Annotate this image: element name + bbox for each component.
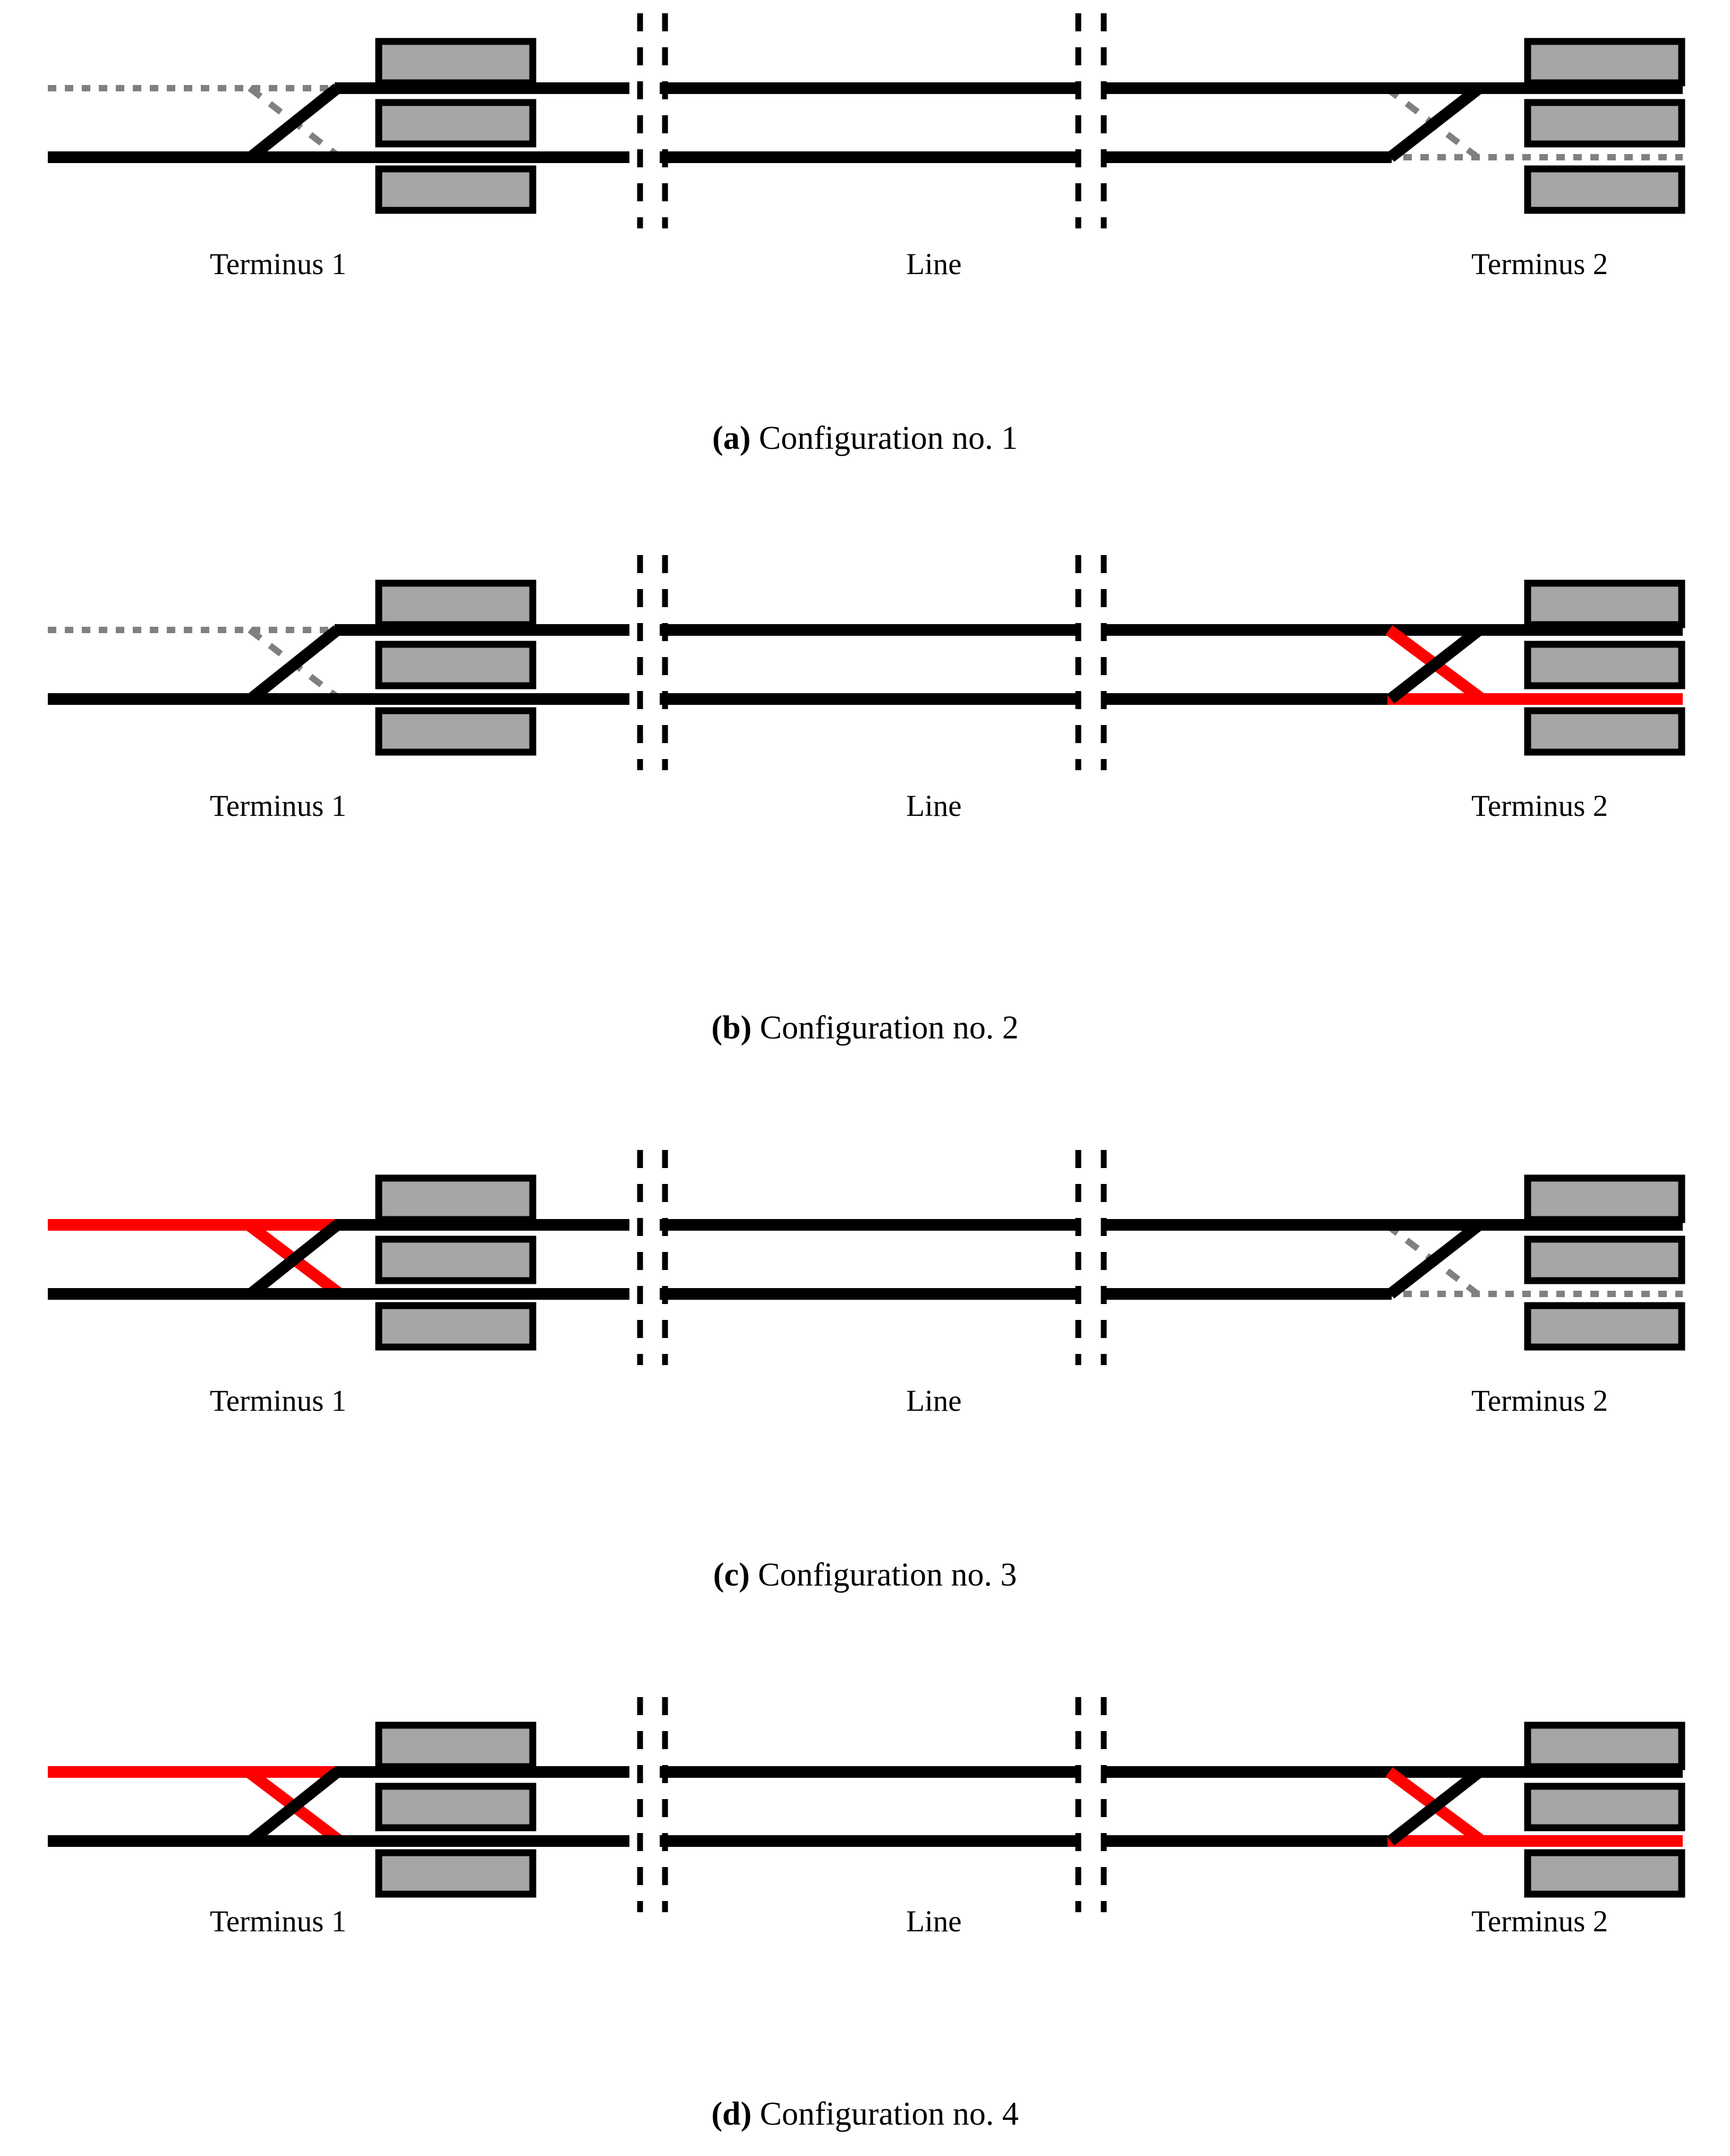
label-terminus-2: Terminus 2 — [1471, 248, 1608, 281]
crossover-terminus-2 — [1387, 1767, 1483, 1846]
platform-box — [1524, 1783, 1685, 1831]
platform-box — [375, 707, 536, 756]
platform-group-terminus-1 — [375, 1174, 536, 1351]
platform-box — [1524, 1302, 1685, 1351]
caption-marker: (d) — [711, 2096, 752, 2132]
platform-box — [1524, 38, 1685, 87]
platform-box — [375, 641, 536, 689]
label-line: Line — [906, 789, 962, 823]
panel-configuration-2: Terminus 1 Line Terminus 2 (b) Configura… — [0, 542, 1730, 1046]
platform-group-terminus-2 — [1524, 580, 1685, 756]
caption-marker: (a) — [712, 420, 751, 456]
label-terminus-2: Terminus 2 — [1471, 789, 1608, 823]
platform-box — [1524, 1174, 1685, 1223]
platform-group-terminus-2 — [1524, 1174, 1685, 1351]
platform-box — [1524, 580, 1685, 628]
panel-caption-a: (a) Configuration no. 1 — [0, 420, 1730, 457]
platform-box — [375, 1783, 536, 1831]
platform-box — [1524, 165, 1685, 214]
platform-box — [1524, 1722, 1685, 1770]
label-terminus-1: Terminus 1 — [210, 1384, 347, 1418]
platform-box — [375, 1302, 536, 1351]
platform-box — [375, 1849, 536, 1898]
caption-marker: (c) — [713, 1557, 750, 1593]
label-terminus-1: Terminus 1 — [210, 789, 347, 823]
label-terminus-1: Terminus 1 — [210, 248, 347, 281]
panel-caption-d: (d) Configuration no. 4 — [0, 2095, 1730, 2133]
platform-box — [375, 99, 536, 148]
crossover-terminus-1 — [247, 83, 341, 162]
caption-text: Configuration no. 2 — [760, 1010, 1019, 1046]
label-terminus-1: Terminus 1 — [210, 1905, 347, 1938]
station-label-row: Terminus 1 Line Terminus 2 — [0, 1904, 1730, 1947]
label-line: Line — [906, 1384, 962, 1418]
crossover-terminus-2 — [1387, 625, 1483, 704]
panel-configuration-4: Terminus 1 Line Terminus 2 (d) Configura… — [0, 1684, 1730, 2132]
panel-caption-b: (b) Configuration no. 2 — [0, 1009, 1730, 1047]
crossover-terminus-1 — [247, 1220, 341, 1299]
crossover-terminus-1 — [247, 625, 341, 704]
platform-box — [375, 580, 536, 628]
label-line: Line — [906, 1905, 962, 1938]
label-line: Line — [906, 248, 962, 281]
crossover-terminus-2 — [1387, 83, 1483, 162]
panel-caption-c: (c) Configuration no. 3 — [0, 1556, 1730, 1594]
platform-box — [1524, 1235, 1685, 1284]
label-terminus-2: Terminus 2 — [1471, 1384, 1608, 1418]
platform-box — [375, 1174, 536, 1223]
platform-box — [1524, 1849, 1685, 1898]
platform-box — [1524, 99, 1685, 148]
panel-configuration-3: Terminus 1 Line Terminus 2 (c) Configura… — [0, 1137, 1730, 1593]
station-label-row: Terminus 1 Line Terminus 2 — [0, 1384, 1730, 1426]
platform-group-terminus-2 — [1524, 1722, 1685, 1898]
station-label-row: Terminus 1 Line Terminus 2 — [0, 247, 1730, 289]
panel-configuration-1: Terminus 1 Line Terminus 2 (a) Configura… — [0, 0, 1730, 456]
caption-marker: (b) — [711, 1010, 752, 1046]
caption-text: Configuration no. 3 — [757, 1557, 1017, 1593]
station-label-row: Terminus 1 Line Terminus 2 — [0, 789, 1730, 831]
platform-box — [375, 165, 536, 214]
caption-text: Configuration no. 4 — [760, 2096, 1019, 2132]
platform-box — [375, 38, 536, 87]
platform-box — [1524, 641, 1685, 689]
platform-group-terminus-1 — [375, 38, 536, 214]
label-terminus-2: Terminus 2 — [1471, 1905, 1608, 1938]
platform-box — [375, 1722, 536, 1770]
caption-text: Configuration no. 1 — [759, 420, 1018, 456]
platform-box — [375, 1235, 536, 1284]
platform-group-terminus-1 — [375, 1722, 536, 1898]
platform-group-terminus-1 — [375, 580, 536, 756]
platform-box — [1524, 707, 1685, 756]
crossover-terminus-2 — [1387, 1220, 1483, 1299]
crossover-terminus-1 — [247, 1767, 341, 1846]
platform-group-terminus-2 — [1524, 38, 1685, 214]
